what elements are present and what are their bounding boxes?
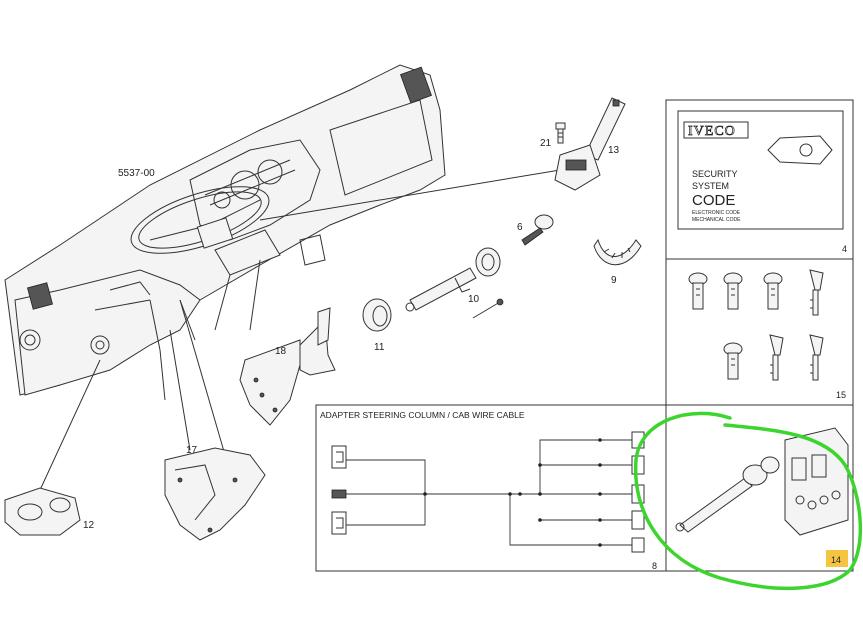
card-line-security: SECURITY (692, 169, 738, 179)
card-line-system: SYSTEM (692, 181, 729, 191)
part-12-lighter: 12 (4, 487, 95, 536)
callout-8: 8 (652, 561, 657, 571)
part-18-shroud: 18 (239, 307, 336, 426)
callout-10: 10 (468, 294, 480, 305)
part-10-screw: 10 (468, 294, 504, 319)
lock-set-drawing: 14 (675, 427, 849, 567)
connector-left-2 (331, 489, 347, 499)
callout-13: 13 (608, 145, 620, 156)
part-13-stalk: 13 (554, 97, 626, 191)
callout-14: 14 (831, 555, 841, 565)
wiring-schematic-panel: ADAPTER STEERING COLUMN / CAB WIRE CABLE… (315, 404, 667, 572)
card-line-electronic: ELECTRONIC CODE (692, 210, 741, 216)
keys-and-cylinders: 15 (688, 269, 846, 400)
part-11-ring: 11 (362, 298, 392, 353)
part-21-bolt: 21 (540, 122, 566, 149)
iveco-logo: IVECO (688, 124, 736, 139)
callout-9: 9 (611, 275, 617, 286)
part-6-key: 6 (517, 214, 554, 246)
connector-right-2 (631, 455, 645, 475)
card-line-mechanical: MECHANICAL CODE (692, 217, 741, 223)
wiring-title: ADAPTER STEERING COLUMN / CAB WIRE CABLE (320, 410, 525, 420)
main-assembly-label: 5537-00 (118, 168, 155, 179)
part-9-strap: 9 (593, 238, 642, 286)
callout-6: 6 (517, 222, 523, 233)
connector-left-3 (331, 511, 347, 535)
callout-12: 12 (83, 520, 95, 531)
callout-4: 4 (842, 244, 847, 254)
connector-right-4 (631, 510, 645, 530)
callout-11: 11 (374, 342, 385, 353)
callout-21: 21 (540, 138, 552, 149)
card-line-code: CODE (692, 192, 735, 209)
part-17-shroud: 17 (164, 445, 266, 541)
callout-15: 15 (836, 390, 846, 400)
callout-18: 18 (275, 346, 287, 357)
security-code-card: IVECO SECURITY SYSTEM CODE ELECTRONIC CO… (677, 110, 847, 254)
connector-right-5 (631, 537, 645, 553)
callout-17: 17 (186, 445, 198, 456)
green-highlight-circle (633, 411, 862, 591)
dashboard-assembly: 5537-00 (4, 64, 561, 491)
key-icon (799, 143, 813, 157)
callout-14-badge (826, 550, 848, 567)
connector-left-1 (331, 445, 347, 469)
ignition-cylinder (405, 247, 501, 312)
